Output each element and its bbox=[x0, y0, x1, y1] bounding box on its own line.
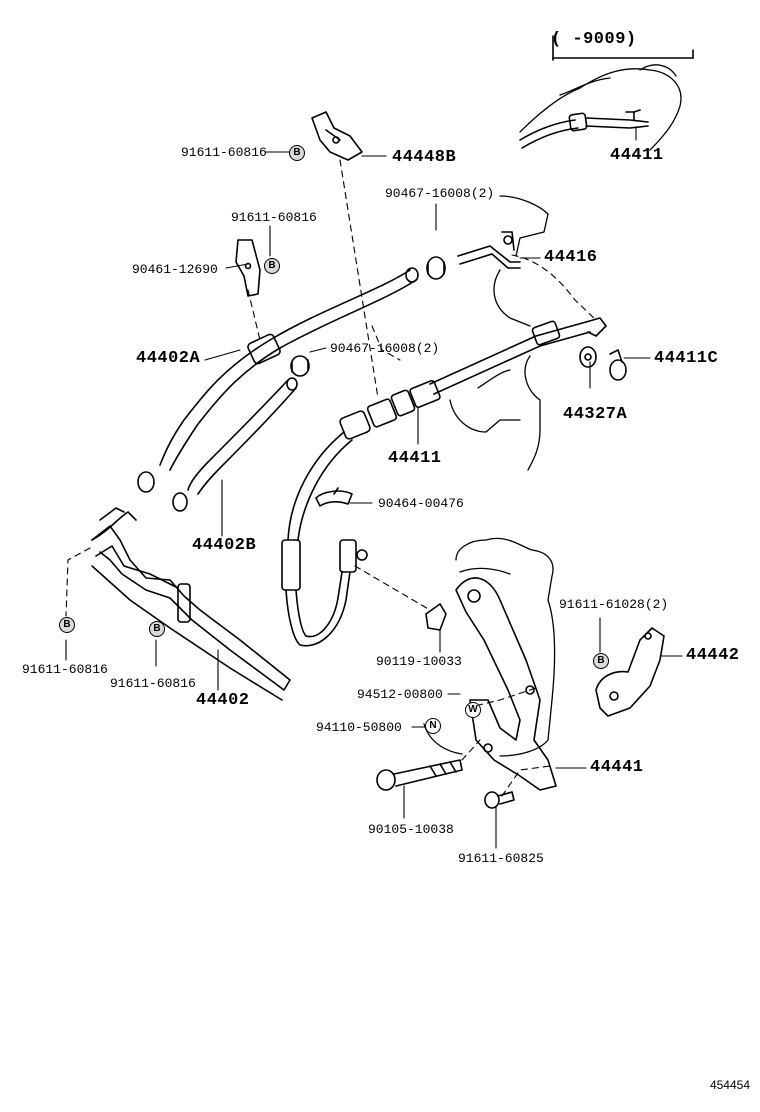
bolt-symbol-b: B bbox=[59, 617, 75, 633]
bolt-symbol-b: B bbox=[264, 258, 280, 274]
clamp-90461-12690 bbox=[236, 240, 260, 296]
bracket-44442 bbox=[596, 628, 664, 716]
part-number-90464-00476: 90464-00476 bbox=[378, 496, 464, 511]
part-label-44441: 44441 bbox=[590, 758, 644, 777]
bolt-91611-60825 bbox=[485, 792, 514, 808]
hose-44411-top bbox=[520, 110, 648, 148]
engine-body bbox=[450, 196, 548, 470]
pump-outline bbox=[424, 538, 555, 756]
part-number-90467-16008-top: 90467-16008(2) bbox=[385, 186, 495, 201]
image-id: 454454 bbox=[709, 1078, 750, 1092]
part-number-90105-10038: 90105-10038 bbox=[368, 822, 454, 837]
part-label-44448B: 44448B bbox=[392, 148, 457, 167]
part-label-44402A: 44402A bbox=[136, 349, 201, 368]
bolt-symbol-b: B bbox=[593, 653, 609, 669]
part-number-91611-60816-top: 91611-60816 bbox=[181, 145, 267, 160]
hose-44411-mid bbox=[282, 318, 606, 646]
washer-symbol-w: W bbox=[465, 702, 481, 718]
part-number-91611-61028: 91611-61028(2) bbox=[559, 597, 669, 612]
part-label-44411C: 44411C bbox=[654, 349, 719, 368]
range-bracket bbox=[553, 36, 693, 60]
bolt-symbol-b: B bbox=[289, 145, 305, 161]
bolt-90105-10038 bbox=[377, 760, 462, 790]
part-label-44327A: 44327A bbox=[563, 405, 628, 424]
part-label-44402: 44402 bbox=[196, 691, 250, 710]
part-number-91611-60816-mid: 91611-60816 bbox=[231, 210, 317, 225]
leader-lines bbox=[66, 128, 682, 848]
hose-end-clamps bbox=[138, 472, 187, 511]
part-number-91611-60816-left2: 91611-60816 bbox=[110, 676, 196, 691]
part-number-91611-60825: 91611-60825 bbox=[458, 851, 544, 866]
range-label: ( -9009) bbox=[551, 30, 637, 49]
part-label-44411-mid: 44411 bbox=[388, 449, 442, 468]
clamp-90467-top bbox=[427, 257, 445, 279]
cooler-tube-44402 bbox=[92, 508, 290, 700]
part-number-90461-12690: 90461-12690 bbox=[132, 262, 218, 277]
part-number-90119-10033: 90119-10033 bbox=[376, 654, 462, 669]
clip-90464-00476 bbox=[316, 488, 352, 506]
part-number-90467-16008-mid: 90467-16008(2) bbox=[330, 341, 440, 356]
part-number-94512-00800: 94512-00800 bbox=[357, 687, 443, 702]
part-label-44411-top: 44411 bbox=[610, 146, 664, 165]
dashed-lines bbox=[66, 160, 596, 796]
pipe-44416 bbox=[458, 232, 520, 268]
part-label-44402B: 44402B bbox=[192, 536, 257, 555]
nut-symbol-n: N bbox=[425, 718, 441, 734]
clamp-90467-mid bbox=[291, 356, 309, 376]
engine-outline-top bbox=[520, 65, 681, 150]
part-label-44416: 44416 bbox=[544, 248, 598, 267]
hose-44402B bbox=[188, 378, 297, 494]
nut-44327A bbox=[580, 347, 596, 367]
bracket-44448B bbox=[312, 112, 362, 160]
bolt-44411C bbox=[610, 350, 626, 380]
union-bolt-90119 bbox=[426, 604, 446, 630]
bolt-symbol-b: B bbox=[149, 621, 165, 637]
part-number-91611-60816-left: 91611-60816 bbox=[22, 662, 108, 677]
hose-44402A bbox=[160, 268, 418, 470]
part-number-94110-50800: 94110-50800 bbox=[316, 720, 402, 735]
bracket-44441 bbox=[456, 578, 556, 790]
part-label-44442: 44442 bbox=[686, 646, 740, 665]
